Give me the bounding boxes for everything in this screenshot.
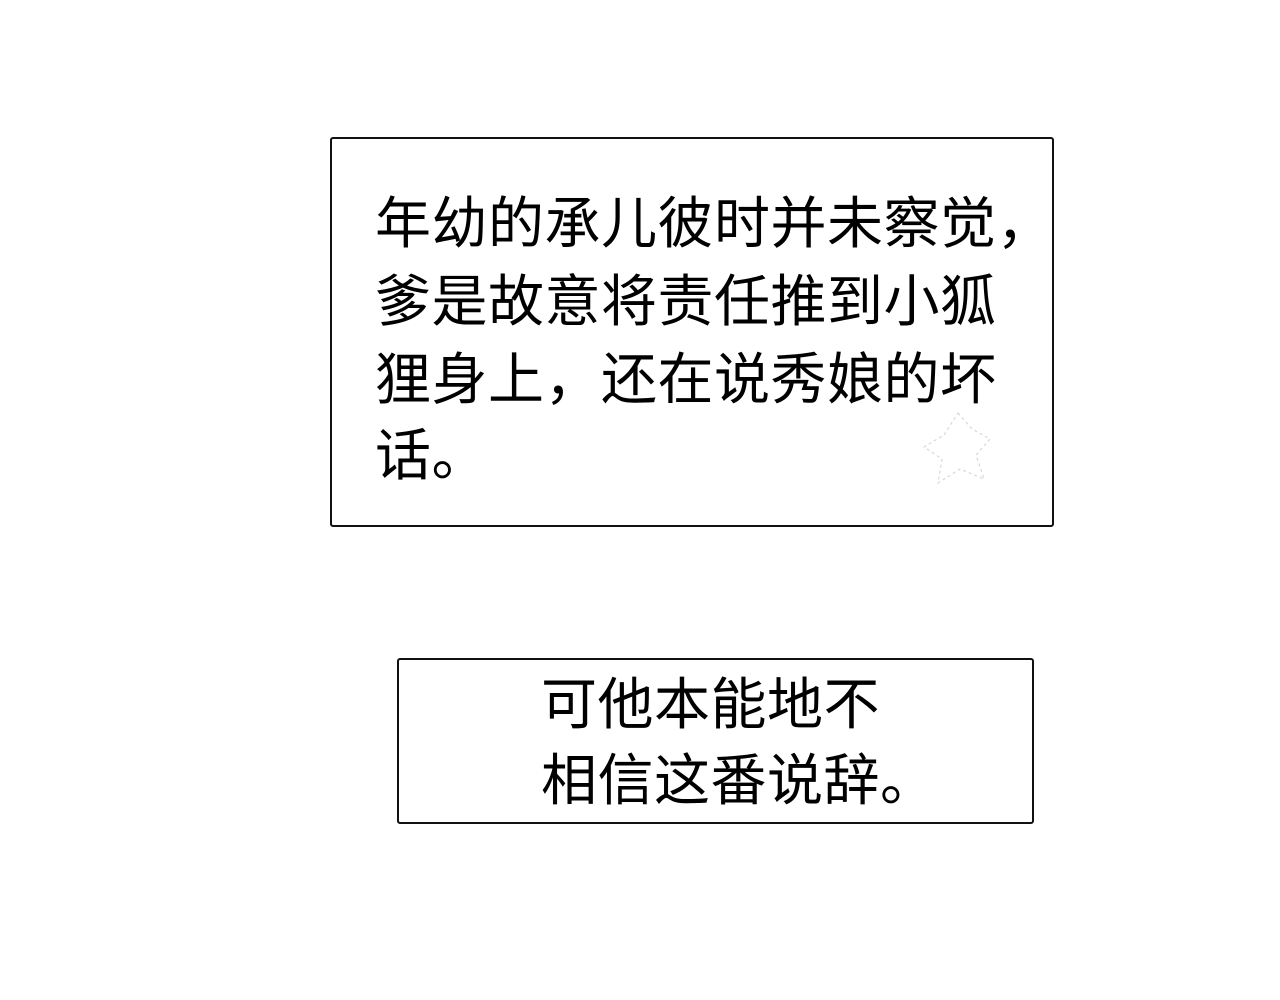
narration-box-1: 年幼的承儿彼时并未察觉， 爹是故意将责任推到小狐 狸身上，还在说秀娘的坏 话。 xyxy=(330,137,1054,527)
narration-line: 可他本能地不 xyxy=(541,673,880,738)
narration-line: 相信这番说辞。 xyxy=(541,749,937,814)
narration-line: 年幼的承儿彼时并未察觉， xyxy=(375,192,1053,257)
narration-box-2: 可他本能地不 相信这番说辞。 xyxy=(397,658,1034,824)
narration-line: 狸身上，还在说秀娘的坏 xyxy=(375,348,997,413)
sparkle-decoration-icon xyxy=(922,412,991,485)
narration-line: 话。 xyxy=(375,424,488,489)
narration-line: 爹是故意将责任推到小狐 xyxy=(375,270,997,335)
